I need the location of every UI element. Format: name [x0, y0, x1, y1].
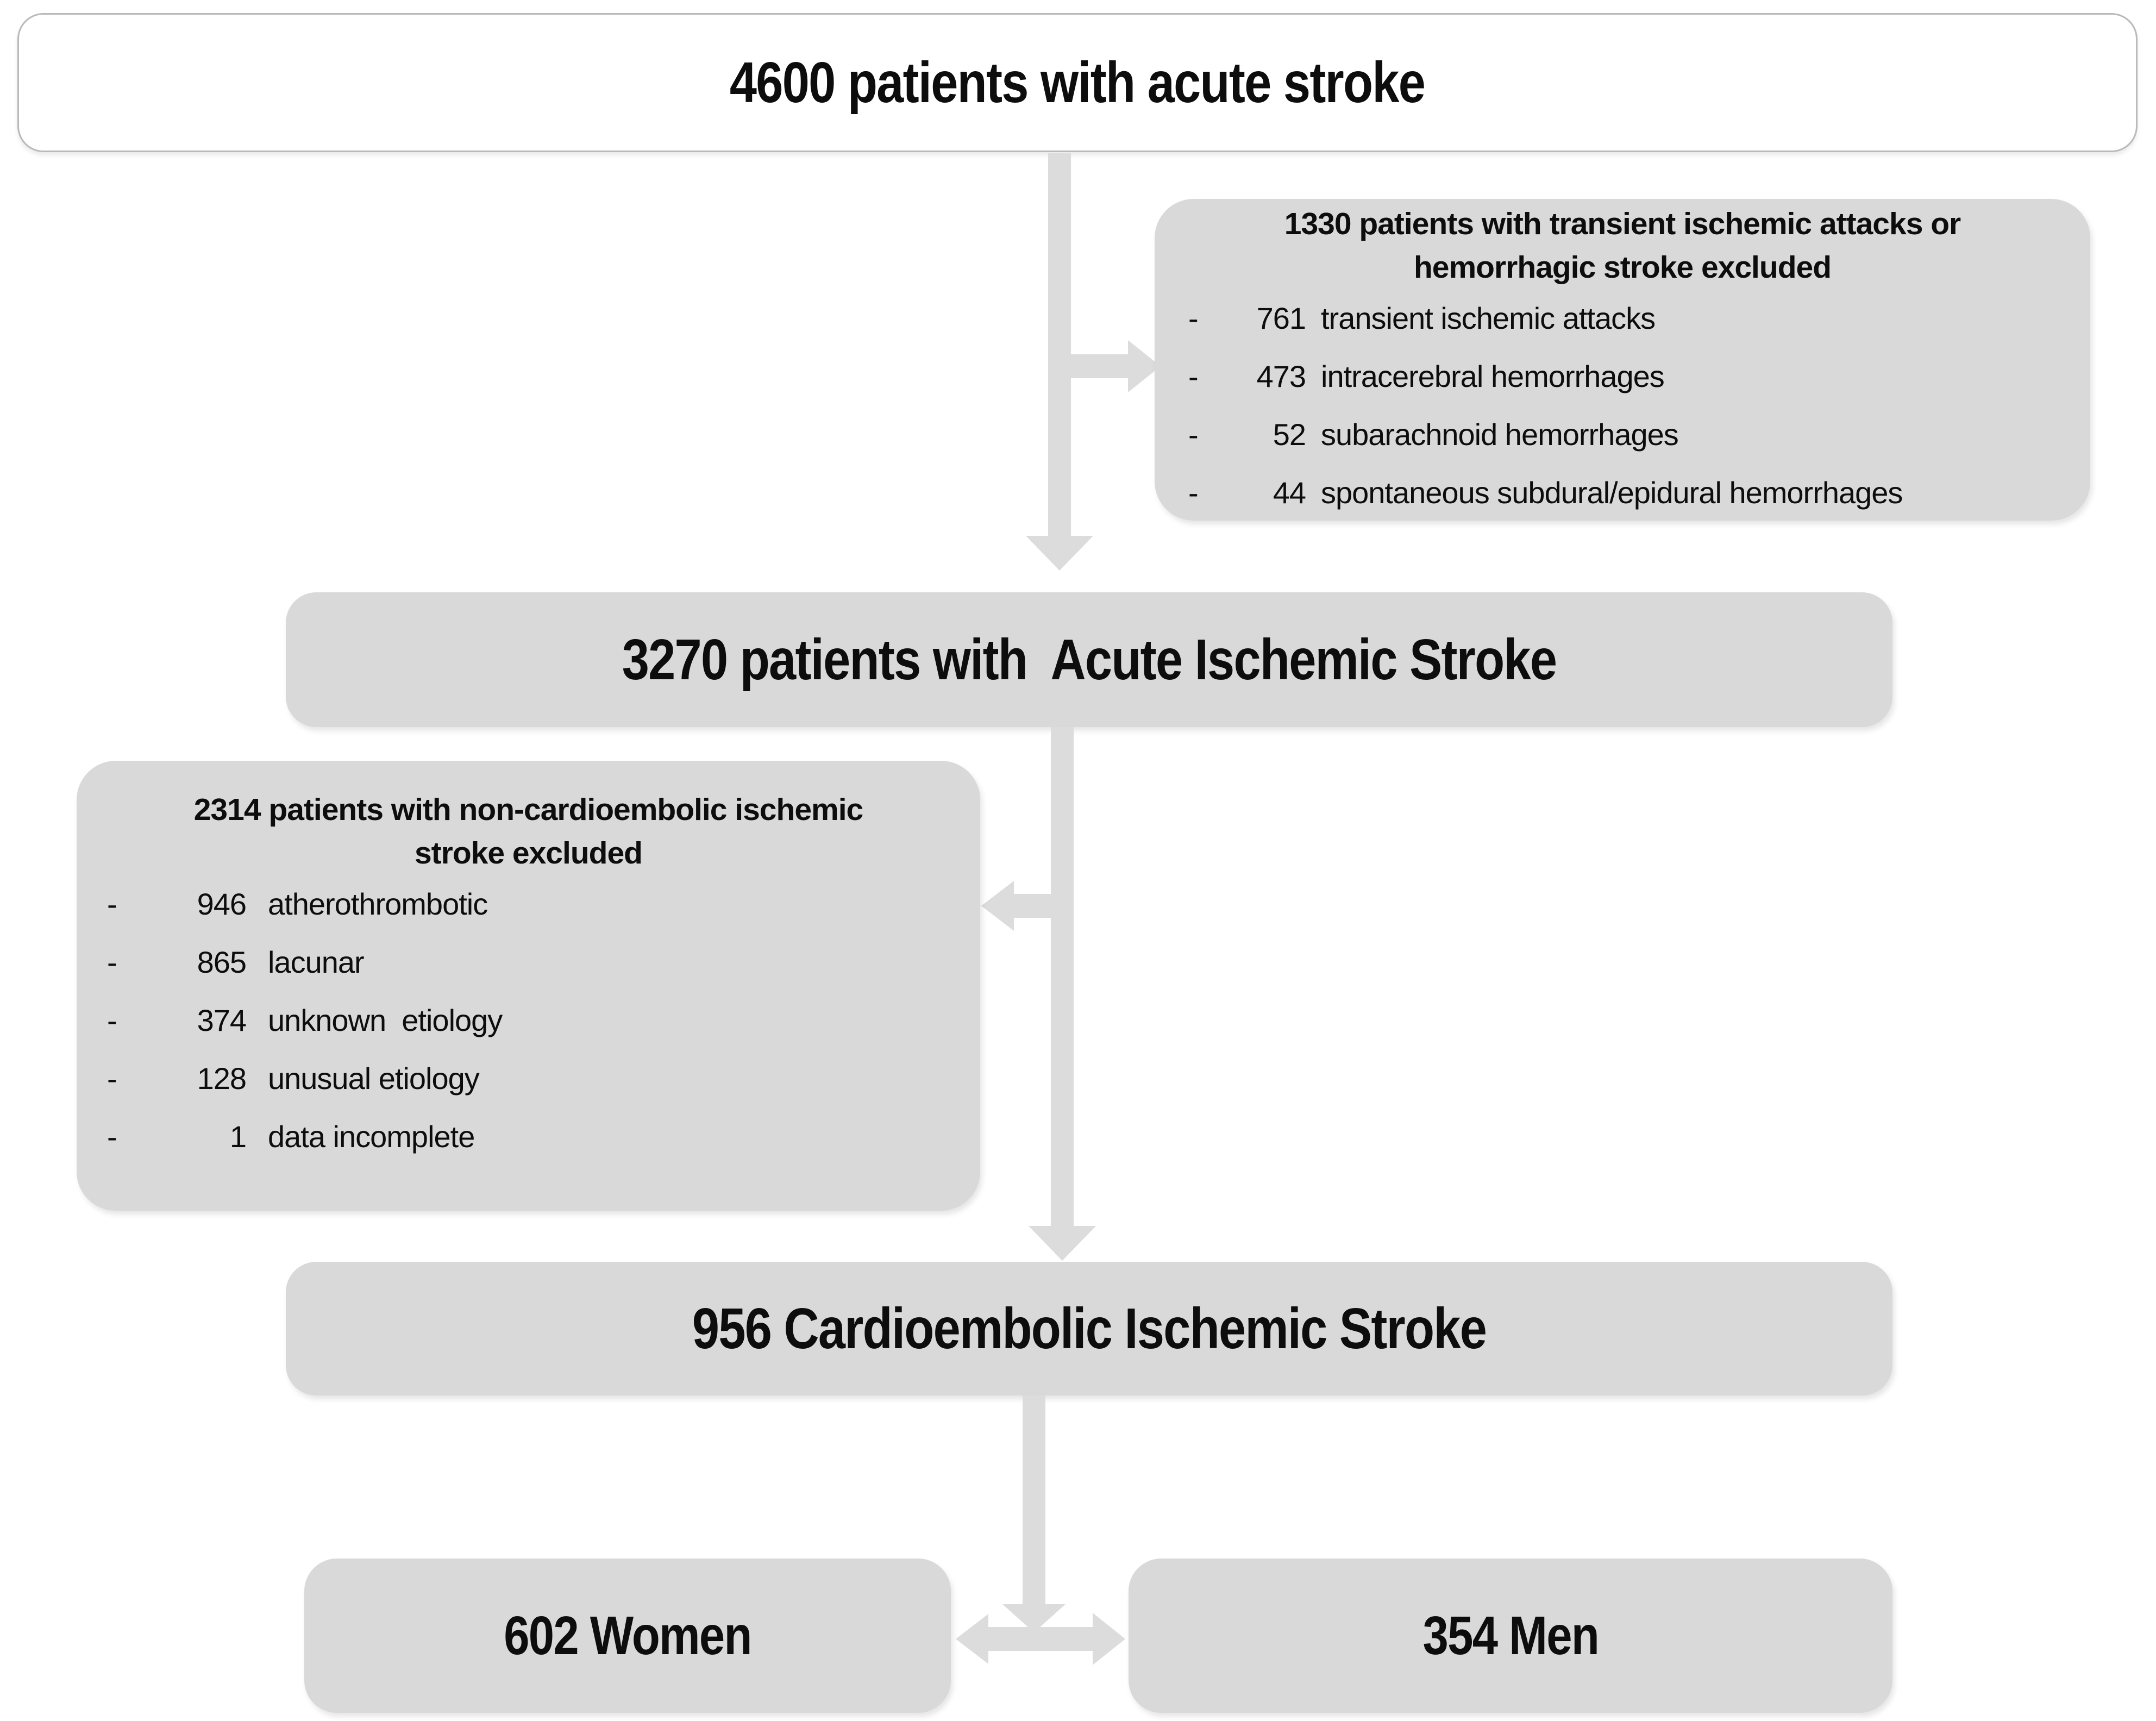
connector-women-men-line: [988, 1627, 1093, 1651]
item-label: spontaneous subdural/epidural hemorrhage…: [1321, 475, 1903, 510]
bullet-dash: -: [1188, 475, 1199, 510]
excluded-right-title-line2: hemorrhagic stroke excluded: [1413, 250, 1832, 285]
item-number: 865: [197, 945, 247, 979]
arrow-right-icon: [1093, 1613, 1125, 1665]
bullet-dash: -: [1188, 359, 1199, 393]
box-acute-stroke-total: 4600 patients with acute stroke: [17, 13, 2138, 152]
item-number: 374: [197, 1003, 247, 1037]
list-item: - 1 data incomplete: [107, 1107, 980, 1166]
arrow-down-icon: [1026, 536, 1093, 571]
item-number: 128: [197, 1061, 247, 1096]
excluded-right-list: - 761 transient ischemic attacks - 473 i…: [1155, 289, 2090, 522]
item-label: subarachnoid hemorrhages: [1321, 417, 1679, 452]
arrow-down-icon: [1029, 1226, 1096, 1261]
bullet-dash: -: [107, 1003, 117, 1037]
item-number: 946: [197, 887, 247, 921]
connector-branch-right-line: [1071, 354, 1128, 378]
box-acute-ischemic-stroke-label: 3270 patients with Acute Ischemic Stroke: [622, 627, 1557, 692]
bullet-dash: -: [107, 1061, 117, 1096]
item-number: 761: [1256, 301, 1306, 335]
bullet-dash: -: [107, 945, 117, 979]
bullet-dash: -: [1188, 417, 1199, 452]
item-label: unusual etiology: [268, 1061, 480, 1096]
list-item: - 865 lacunar: [107, 933, 980, 991]
box-cardioembolic-stroke-label: 956 Cardioembolic Ischemic Stroke: [692, 1296, 1487, 1361]
connector-cardio-to-split-line: [1023, 1395, 1045, 1605]
arrow-left-icon: [981, 881, 1014, 931]
list-item: - 52 subarachnoid hemorrhages: [1188, 405, 2090, 464]
list-item: - 473 intracerebral hemorrhages: [1188, 347, 2090, 405]
item-label: data incomplete: [268, 1119, 475, 1154]
list-item: - 374 unknown etiology: [107, 991, 980, 1049]
item-number: 1: [229, 1119, 247, 1154]
list-item: - 946 atherothrombotic: [107, 875, 980, 933]
item-label: transient ischemic attacks: [1321, 301, 1656, 335]
connector-top-to-ais-line: [1048, 153, 1071, 537]
box-women-label: 602 Women: [504, 1605, 752, 1666]
connector-ais-to-cardio-line: [1051, 727, 1074, 1227]
item-label: lacunar: [268, 945, 365, 979]
list-item: - 761 transient ischemic attacks: [1188, 289, 2090, 347]
list-item: - 128 unusual etiology: [107, 1049, 980, 1107]
box-men: 354 Men: [1129, 1559, 1892, 1713]
excluded-left-title-line2: stroke excluded: [414, 836, 643, 871]
box-women: 602 Women: [304, 1559, 951, 1713]
box-excluded-non-cardioembolic: 2314 patients with non-cardioembolic isc…: [77, 761, 980, 1211]
item-number: 44: [1273, 475, 1306, 510]
box-excluded-tia-hemorrhagic: 1330 patients with transient ischemic at…: [1155, 199, 2090, 521]
box-men-label: 354 Men: [1422, 1605, 1599, 1666]
connector-branch-left-line: [1013, 894, 1063, 918]
bullet-dash: -: [1188, 301, 1199, 335]
bullet-dash: -: [107, 1119, 117, 1154]
box-cardioembolic-stroke: 956 Cardioembolic Ischemic Stroke: [286, 1262, 1892, 1395]
list-item: - 44 spontaneous subdural/epidural hemor…: [1188, 464, 2090, 522]
item-label: unknown etiology: [268, 1003, 503, 1037]
excluded-left-list: - 946 atherothrombotic - 865 lacunar - 3…: [77, 875, 980, 1166]
item-number: 473: [1256, 359, 1306, 393]
excluded-left-title-line1: 2314 patients with non-cardioembolic isc…: [193, 792, 864, 827]
box-acute-ischemic-stroke: 3270 patients with Acute Ischemic Stroke: [286, 592, 1892, 727]
item-label: atherothrombotic: [268, 887, 488, 921]
arrow-left-icon: [956, 1614, 988, 1664]
item-number: 52: [1273, 417, 1306, 452]
item-label: intracerebral hemorrhages: [1321, 359, 1665, 393]
bullet-dash: -: [107, 887, 117, 921]
excluded-right-title-line1: 1330 patients with transient ischemic at…: [1284, 206, 1961, 241]
box-acute-stroke-total-label: 4600 patients with acute stroke: [730, 50, 1426, 115]
